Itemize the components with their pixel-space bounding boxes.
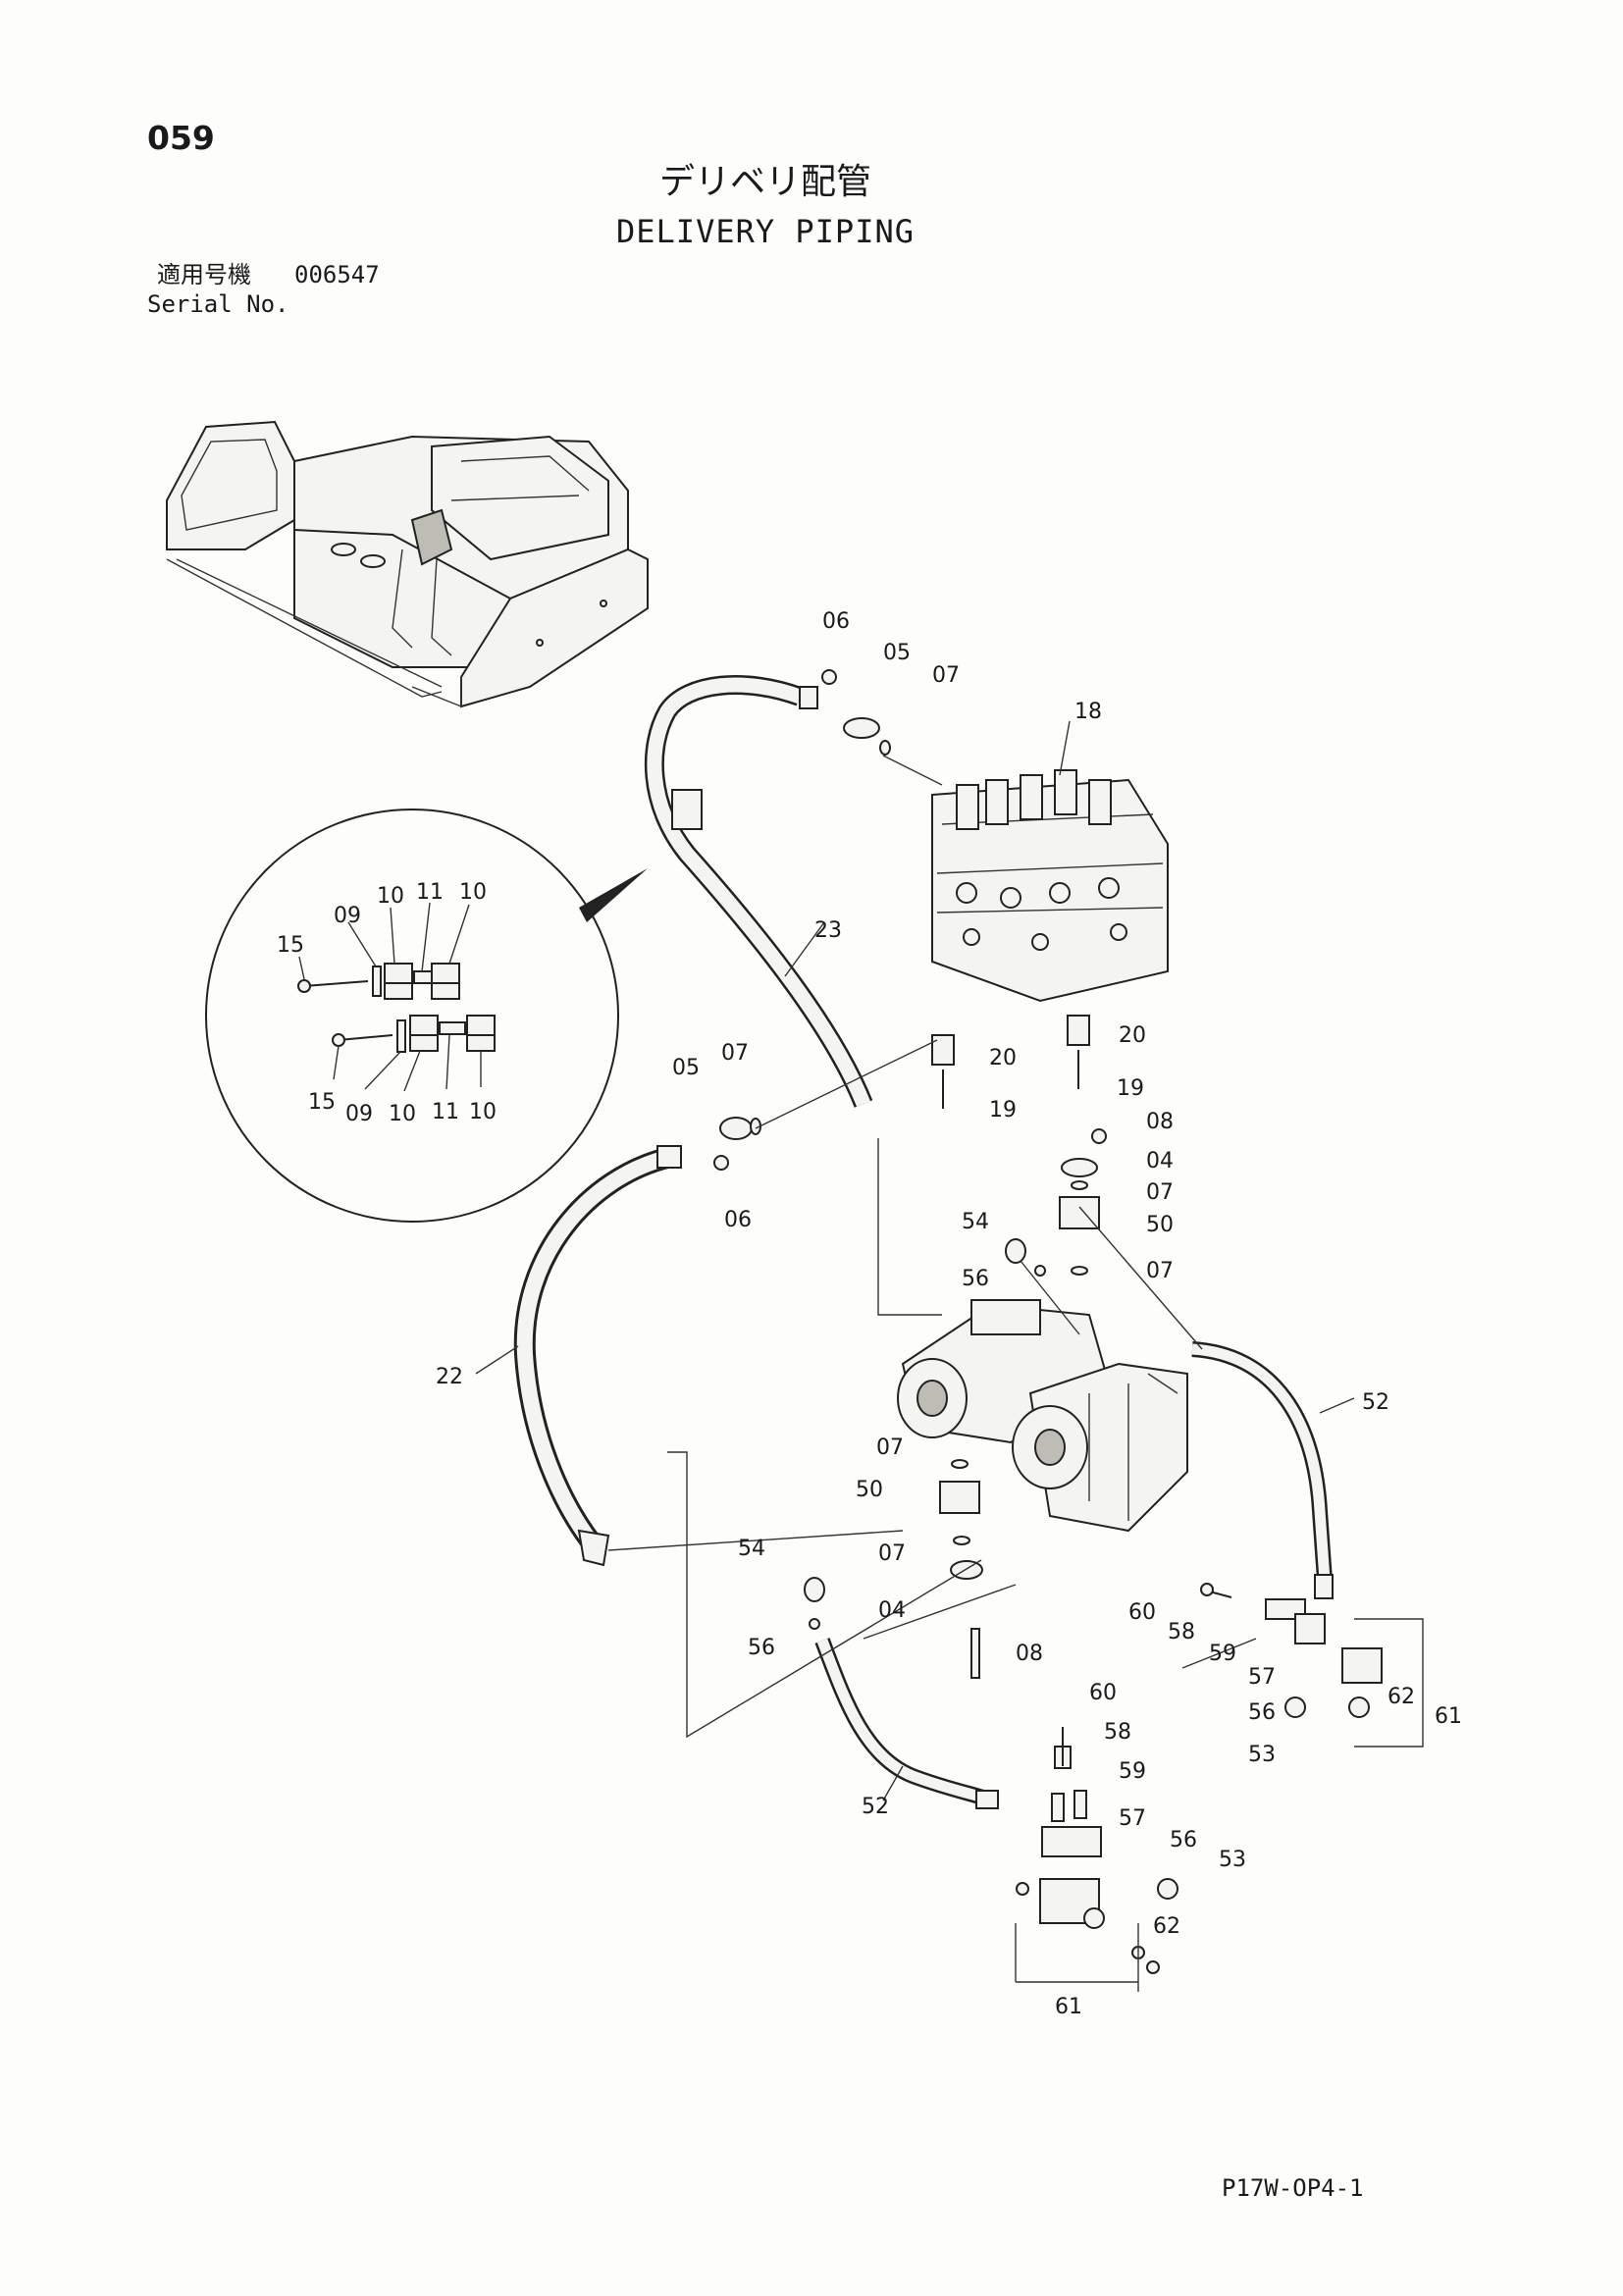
callout-numbers: 06 05 07 18 23 20 20 19 19 05 07 06 08 0… xyxy=(277,609,1462,2019)
callout-08: 08 xyxy=(1146,1110,1174,1134)
callout-57: 57 xyxy=(1248,1665,1276,1690)
callout-54: 54 xyxy=(962,1210,989,1234)
callout-56: 56 xyxy=(748,1636,775,1660)
callout-04: 04 xyxy=(878,1598,906,1623)
callout-05: 05 xyxy=(883,641,911,665)
callout-62: 62 xyxy=(1387,1685,1415,1709)
callout-56: 56 xyxy=(1248,1700,1276,1725)
callout-09: 09 xyxy=(334,904,361,928)
serial-number-value: 006547 xyxy=(294,261,380,288)
callout-07: 07 xyxy=(878,1541,906,1566)
title-english: DELIVERY PIPING xyxy=(616,213,915,250)
detail-clamp-circle xyxy=(205,809,648,1223)
callout-61: 61 xyxy=(1055,1995,1082,2019)
callout-07: 07 xyxy=(1146,1259,1174,1283)
callout-20: 20 xyxy=(989,1046,1017,1070)
callout-15: 15 xyxy=(277,933,304,958)
callout-07: 07 xyxy=(876,1435,904,1460)
serial-label-english: Serial No. xyxy=(147,290,289,318)
callout-06: 06 xyxy=(724,1208,752,1232)
callout-58: 58 xyxy=(1168,1620,1195,1644)
leader-lines xyxy=(607,755,1424,1992)
callout-59: 59 xyxy=(1209,1642,1236,1666)
hose-52-lower xyxy=(814,1638,999,1809)
title-japanese: デリベリ配管 xyxy=(658,162,871,202)
callout-59: 59 xyxy=(1119,1759,1146,1784)
callout-22: 22 xyxy=(436,1365,463,1389)
callout-18: 18 xyxy=(1074,700,1102,724)
callout-05: 05 xyxy=(672,1056,700,1080)
callout-58: 58 xyxy=(1104,1720,1131,1745)
callout-62: 62 xyxy=(1153,1914,1180,1939)
callout-20: 20 xyxy=(1119,1023,1146,1048)
callout-15: 15 xyxy=(308,1090,336,1115)
callout-23: 23 xyxy=(814,918,842,943)
callout-57: 57 xyxy=(1119,1806,1146,1831)
hose-52-right xyxy=(1191,1341,1355,1599)
callout-09: 09 xyxy=(345,1102,373,1126)
main-pump-assembly xyxy=(897,1299,1188,1533)
callout-53: 53 xyxy=(1248,1743,1276,1767)
callout-53: 53 xyxy=(1219,1848,1246,1872)
hose-23 xyxy=(644,675,873,1108)
callout-56: 56 xyxy=(1170,1828,1197,1852)
drawing-code: P17W-OP4-1 xyxy=(1222,2174,1364,2202)
callout-52: 52 xyxy=(1362,1390,1389,1415)
hose-22 xyxy=(475,1145,682,1567)
serial-label-japanese: 適用号機 xyxy=(157,261,251,288)
callout-56: 56 xyxy=(962,1267,989,1291)
callout-50: 50 xyxy=(1146,1213,1174,1237)
callout-61: 61 xyxy=(1435,1704,1462,1729)
callout-60: 60 xyxy=(1128,1600,1156,1625)
callout-10: 10 xyxy=(469,1100,497,1124)
callout-60: 60 xyxy=(1089,1681,1117,1705)
callout-10: 10 xyxy=(377,884,404,909)
callout-50: 50 xyxy=(856,1478,883,1502)
callout-10: 10 xyxy=(389,1102,416,1126)
callout-54: 54 xyxy=(738,1537,765,1561)
callout-04: 04 xyxy=(1146,1149,1174,1174)
excavator-locator-illustration xyxy=(166,420,649,708)
callout-07: 07 xyxy=(1146,1180,1174,1205)
callout-19: 19 xyxy=(1117,1076,1144,1101)
callout-08: 08 xyxy=(1016,1642,1043,1666)
callout-19: 19 xyxy=(989,1098,1017,1122)
callout-07: 07 xyxy=(721,1041,749,1066)
page-number: 059 xyxy=(147,119,215,157)
callout-52: 52 xyxy=(862,1795,889,1819)
control-valve-assembly xyxy=(931,720,1169,1003)
flange-parts xyxy=(713,669,1383,1974)
callout-06: 06 xyxy=(822,609,850,634)
callout-11: 11 xyxy=(416,880,444,905)
callout-10: 10 xyxy=(459,880,487,905)
callout-07: 07 xyxy=(932,663,960,688)
callout-11: 11 xyxy=(432,1100,459,1124)
